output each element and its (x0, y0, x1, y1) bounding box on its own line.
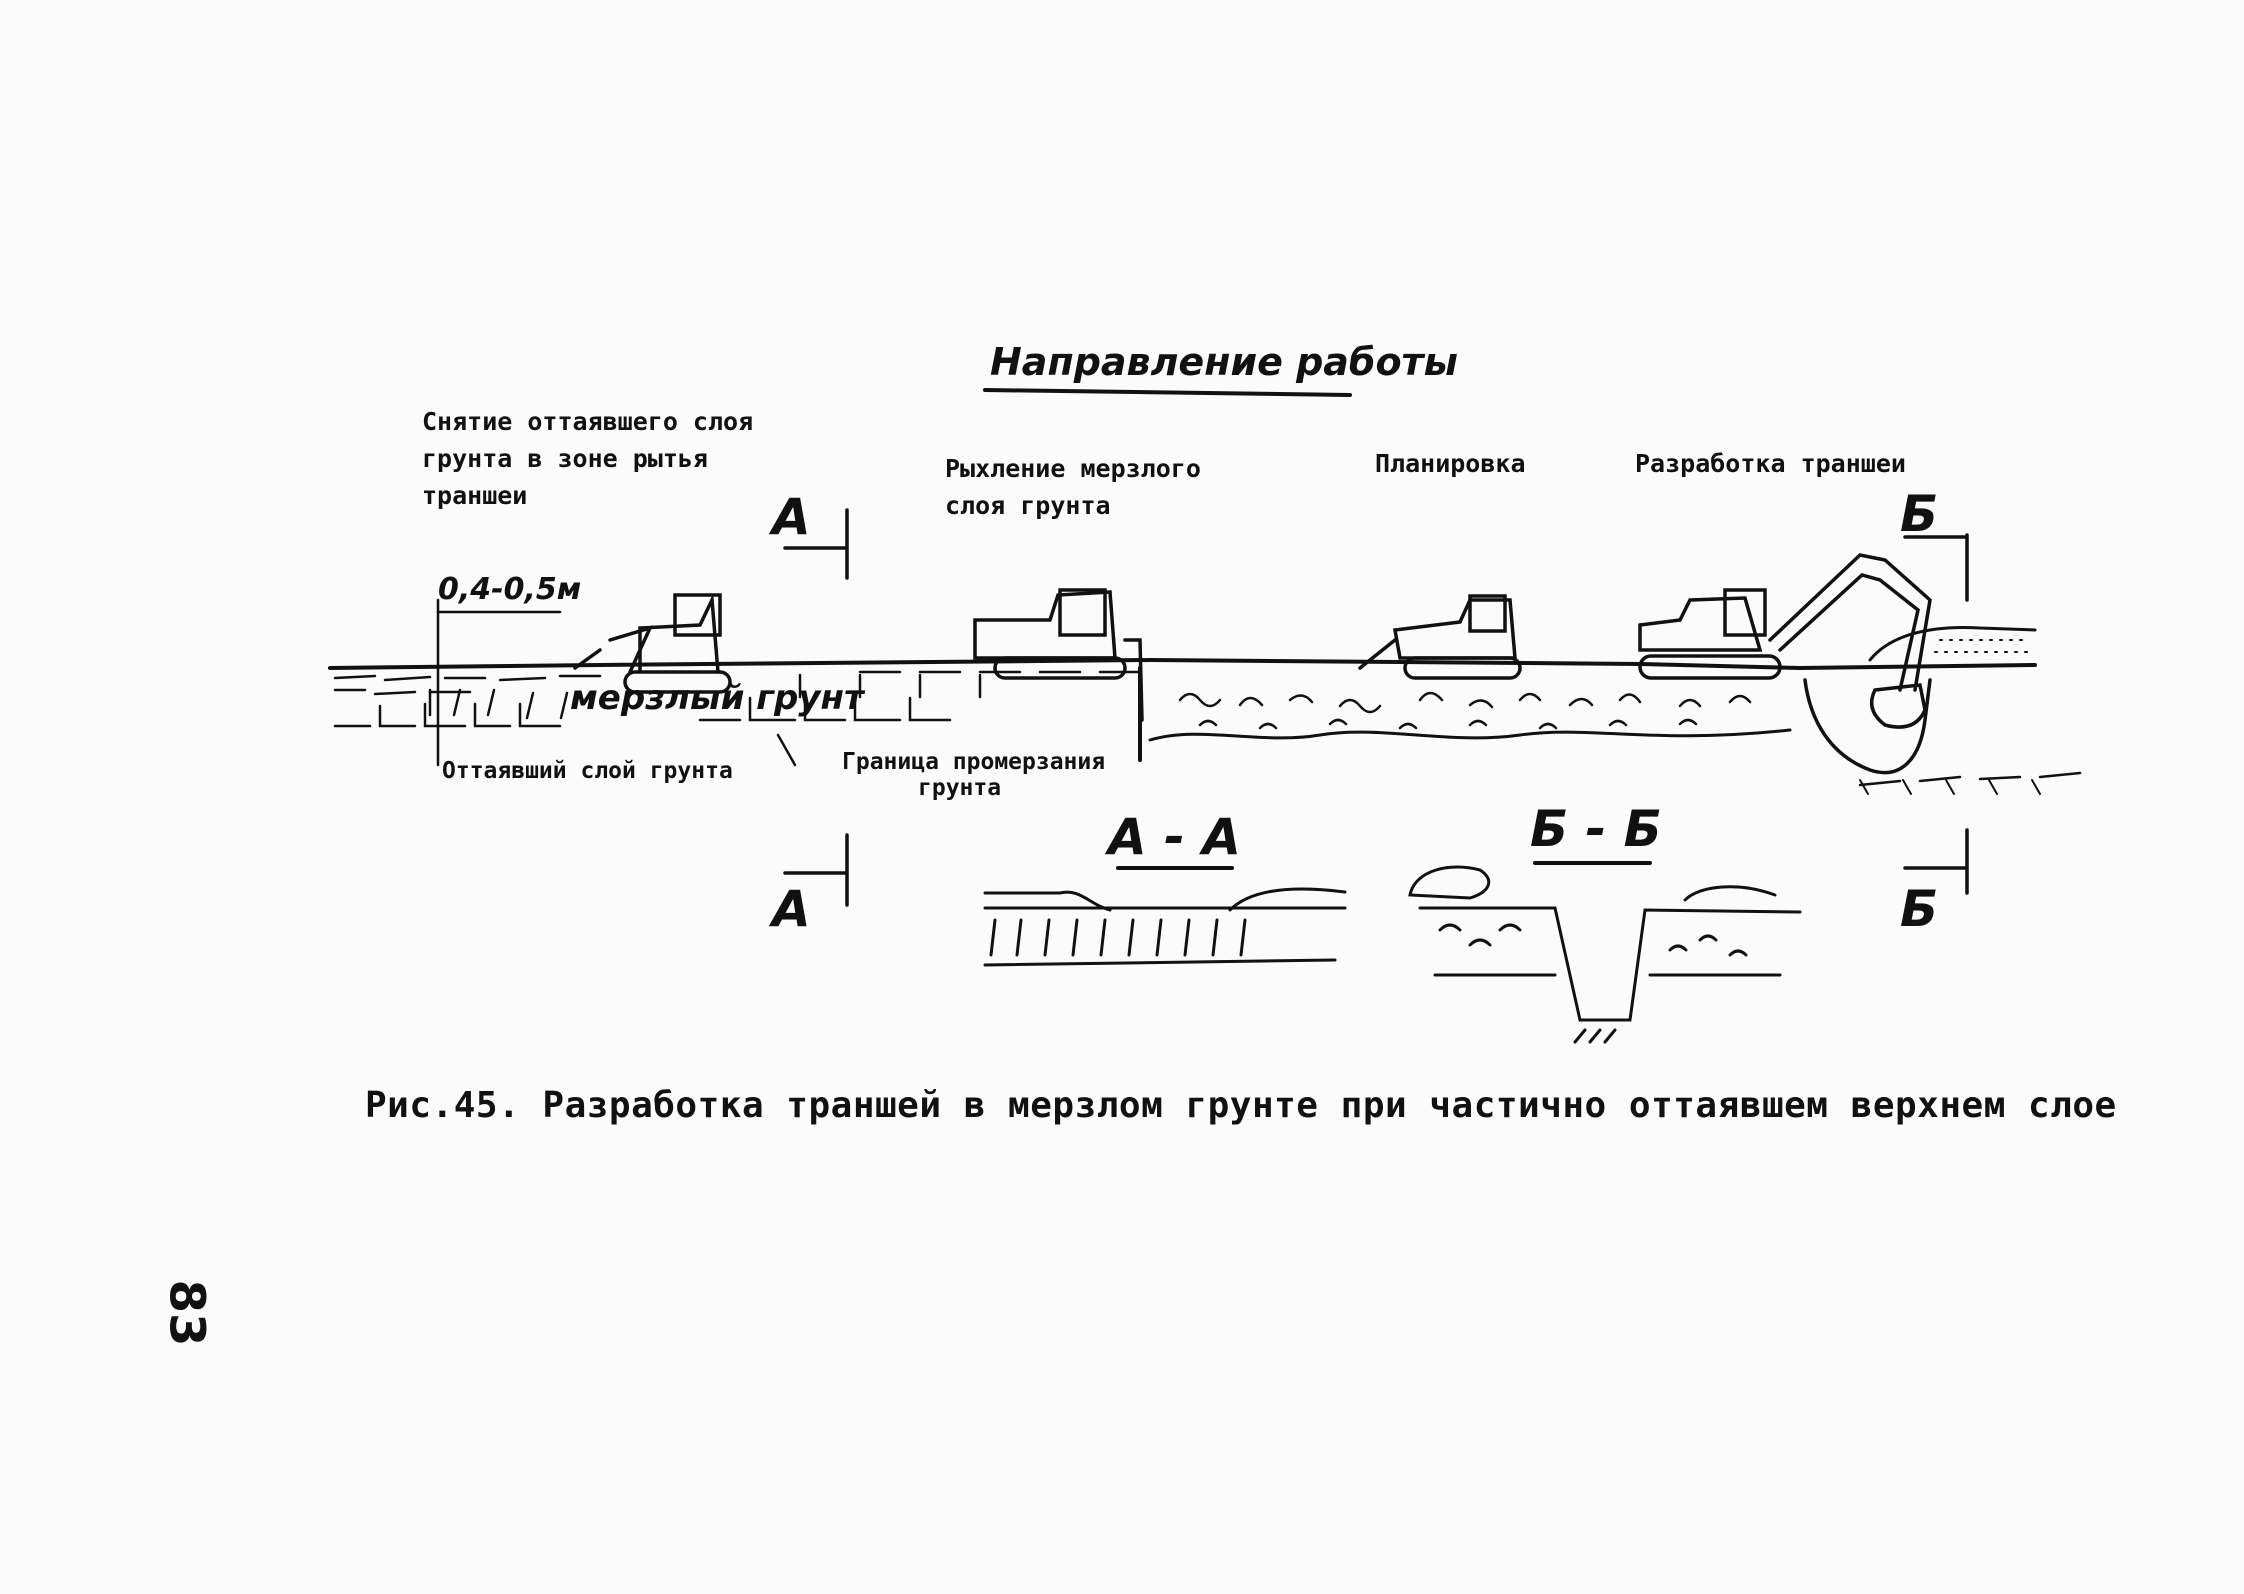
thawed-layer-hatch (333, 674, 602, 696)
direction-label: Направление работы (990, 340, 1458, 384)
section-bb-drawing (1408, 861, 1802, 1044)
section-aa-title: А - А (1108, 808, 1241, 866)
bulldozer-1 (573, 593, 732, 694)
frozen-soil-hatch (333, 670, 1142, 728)
section-bb-title: Б - Б (1530, 800, 1662, 858)
section-letter-a-top: А (772, 488, 811, 546)
section-letter-b-top: Б (1900, 485, 1939, 543)
stage-loosening-line-2: слоя грунта (945, 491, 1111, 520)
excavator (1638, 553, 1932, 729)
figure-caption: Рис.45. Разработка траншей в мерзлом гру… (365, 1085, 2117, 1126)
stage-trenching: Разработка траншеи (1635, 449, 1906, 478)
stage-loosening-line-1: Рыхление мерзлого (945, 454, 1201, 483)
section-letter-b-bottom: Б (1900, 880, 1939, 938)
section-letter-a-bottom: А (772, 880, 811, 938)
direction-underline (983, 388, 1352, 397)
frozen-soil-label: мерзлый грунт (570, 678, 864, 718)
loosened-soil-texture (1178, 691, 1752, 730)
depth-label: 0,4-0,5м (438, 572, 582, 607)
section-mark-b-bottom (1903, 828, 1969, 895)
stage-removal-line-3: траншеи (422, 481, 528, 510)
stage-planning: Планировка (1375, 449, 1526, 478)
trench-profile (1803, 678, 1932, 775)
section-mark-a-bottom (783, 833, 849, 907)
ground-surface (328, 657, 2037, 671)
stage-removal-line-2: грунта в зоне рытья (422, 444, 708, 473)
freeze-boundary-line-1: Граница промерзания (842, 749, 1106, 775)
freeze-boundary (1148, 728, 1792, 742)
section-mark-b-top (1903, 533, 1969, 602)
grader (1358, 594, 1522, 680)
freeze-boundary-line-2: грунта (918, 775, 1002, 801)
stage-removal-line-1: Снятие оттаявшего слоя (422, 407, 754, 436)
page-number: 83 (158, 1279, 215, 1347)
ripper (973, 588, 1144, 722)
spoil-pile (1868, 626, 2037, 662)
section-mark-a-top (783, 508, 849, 580)
section-aa-drawing (983, 866, 1347, 967)
thawed-layer-label: Оттаявший слой грунта (442, 758, 733, 784)
